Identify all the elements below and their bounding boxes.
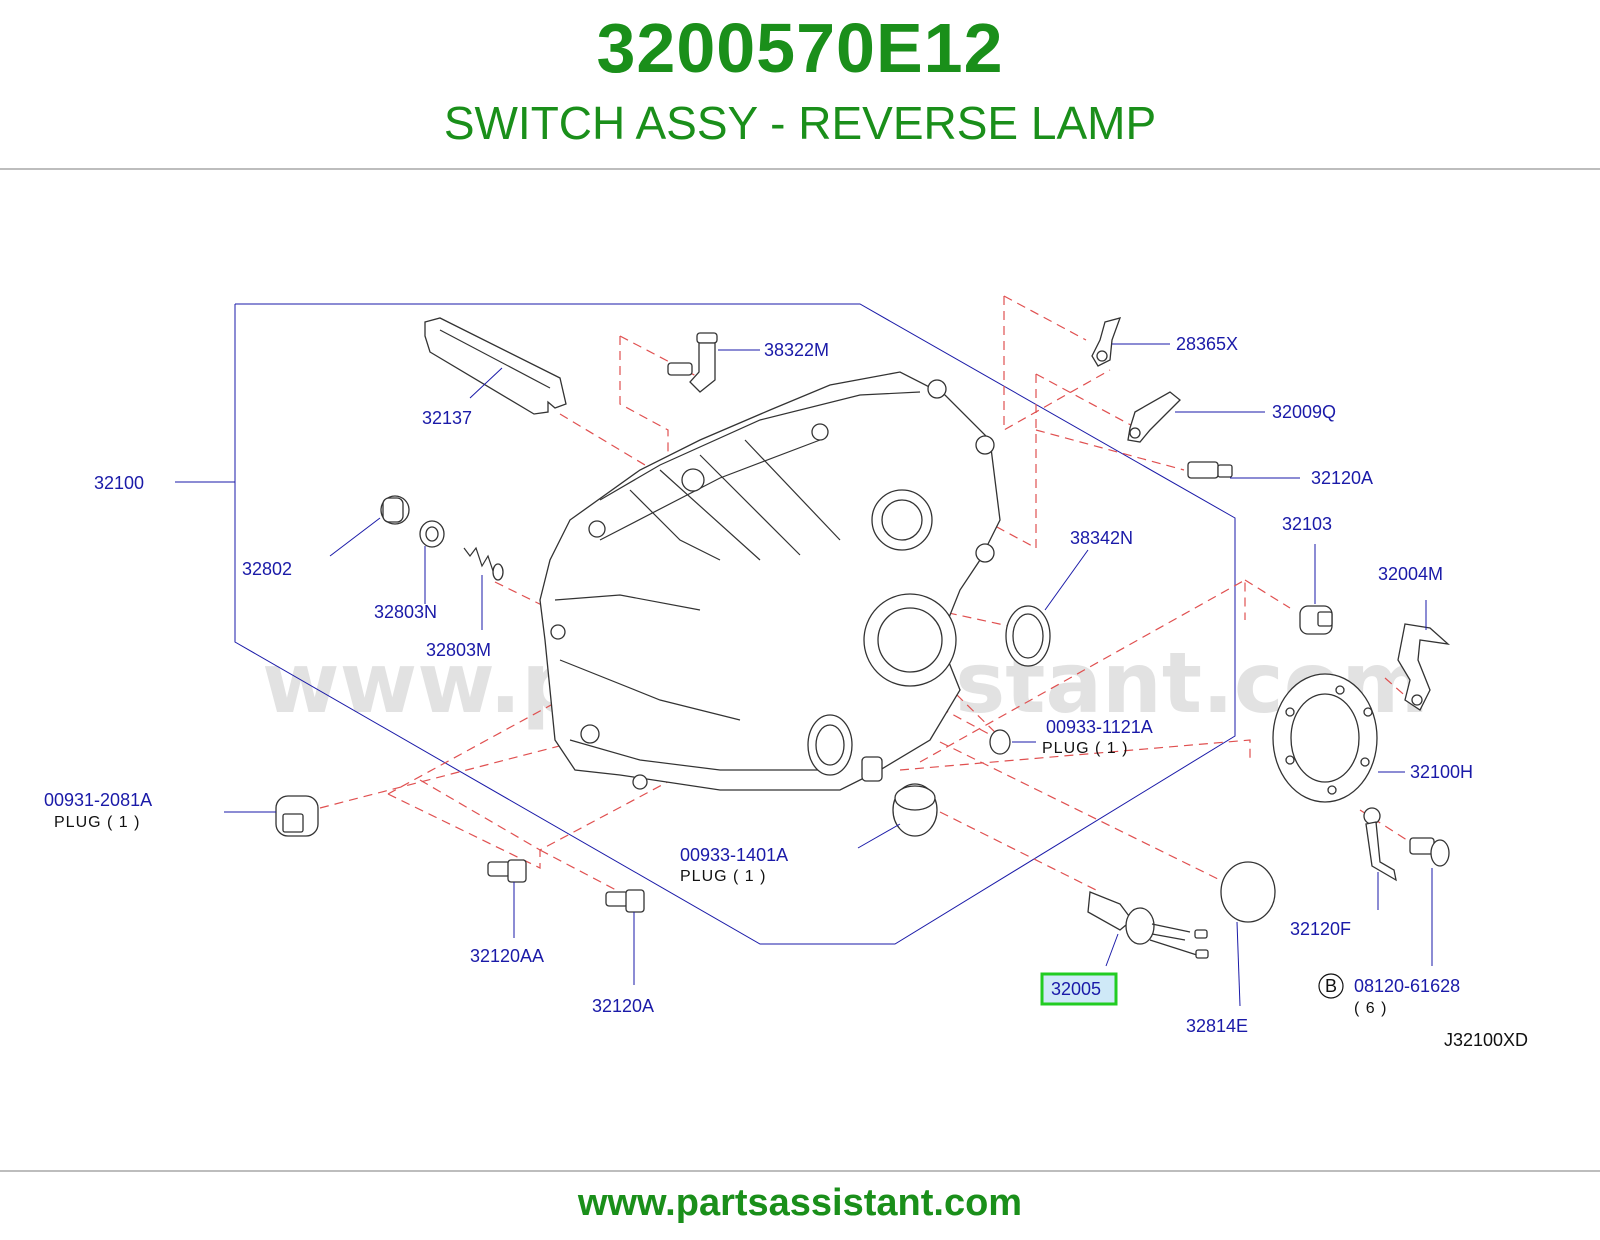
b-circle-marker (1318, 973, 1344, 999)
label-32009Q[interactable]: 32009Q (1272, 402, 1336, 422)
part-32803M-spring (463, 546, 504, 581)
part-32814E-gasket (1220, 861, 1276, 923)
label-28365X[interactable]: 28365X (1176, 334, 1238, 354)
label-32005-highlighted[interactable]: 32005 (1051, 979, 1101, 999)
label-32137[interactable]: 32137 (422, 408, 472, 428)
header: 3200570E12 SWITCH ASSY - REVERSE LAMP (0, 0, 1600, 168)
label-32120F[interactable]: 32120F (1290, 919, 1351, 939)
part-32137-bracket (424, 317, 567, 415)
part-32004M-bracket (1397, 623, 1451, 711)
header-divider (0, 168, 1600, 170)
part-32100H-cover (1272, 673, 1378, 803)
part-32802 (380, 495, 410, 525)
footer-url-link[interactable]: www.partsassistant.com (577, 1182, 1023, 1224)
label-38342N[interactable]: 38342N (1070, 528, 1133, 548)
label-32103[interactable]: 32103 (1282, 514, 1332, 534)
part-00931-2081A-plug (275, 795, 319, 837)
footer-divider (0, 1170, 1600, 1172)
label-32120AA[interactable]: 32120AA (470, 946, 544, 966)
part-08120-61628-bolt (1409, 837, 1450, 867)
transmission-case (539, 371, 1001, 791)
part-name-subtitle: SWITCH ASSY - REVERSE LAMP (443, 97, 1157, 149)
label-00933-1401A[interactable]: 00933-1401A (680, 845, 788, 865)
part-32120AA-bolt (487, 859, 527, 883)
plug-qty-1401A: PLUG ( 1 ) (680, 868, 766, 885)
label-32802[interactable]: 32802 (242, 559, 292, 579)
part-38322M-elbow (667, 332, 718, 393)
label-00933-1121A[interactable]: 00933-1121A (1046, 717, 1153, 737)
part-28365X-clip (1091, 317, 1122, 367)
part-00933-1401A-plug (892, 783, 938, 837)
label-32814E[interactable]: 32814E (1186, 1016, 1248, 1036)
label-32100[interactable]: 32100 (94, 473, 144, 493)
label-08120-61628[interactable]: 08120-61628 (1354, 976, 1460, 996)
leader-lines (175, 343, 1433, 1007)
diagram-code: J32100XD (1444, 1030, 1528, 1050)
part-32120F-bracket (1363, 807, 1397, 882)
label-32120A-bottom[interactable]: 32120A (592, 996, 654, 1016)
label-32100H[interactable]: 32100H (1410, 762, 1473, 782)
part-32005-reverse-lamp-switch (1087, 891, 1209, 959)
label-32120A-top[interactable]: 32120A (1311, 468, 1373, 488)
part-00933-1121A-plug (989, 729, 1011, 755)
part-number-title: 3200570E12 (596, 9, 1004, 87)
highlight-box-32005 (1040, 972, 1118, 1006)
label-38322M[interactable]: 38322M (764, 340, 829, 360)
assembly-outline (234, 303, 1236, 945)
label-32803M[interactable]: 32803M (426, 640, 491, 660)
qty-08120-61628: ( 6 ) (1354, 1000, 1387, 1017)
part-32120A-bottom-bolt (605, 889, 645, 913)
label-00931-2081A[interactable]: 00931-2081A (44, 790, 152, 810)
part-32120A-top-bolt (1187, 461, 1233, 479)
plug-qty-2081A: PLUG ( 1 ) (54, 814, 140, 831)
part-32803N (419, 520, 445, 548)
label-32004M[interactable]: 32004M (1378, 564, 1443, 584)
part-32009Q-bracket (1127, 391, 1181, 443)
part-32103-plug (1299, 605, 1333, 635)
part-38342N-seal (1005, 605, 1051, 667)
b-circle-letter: B (1325, 976, 1337, 996)
label-32803N[interactable]: 32803N (374, 602, 437, 622)
plug-qty-1121A: PLUG ( 1 ) (1042, 740, 1128, 757)
